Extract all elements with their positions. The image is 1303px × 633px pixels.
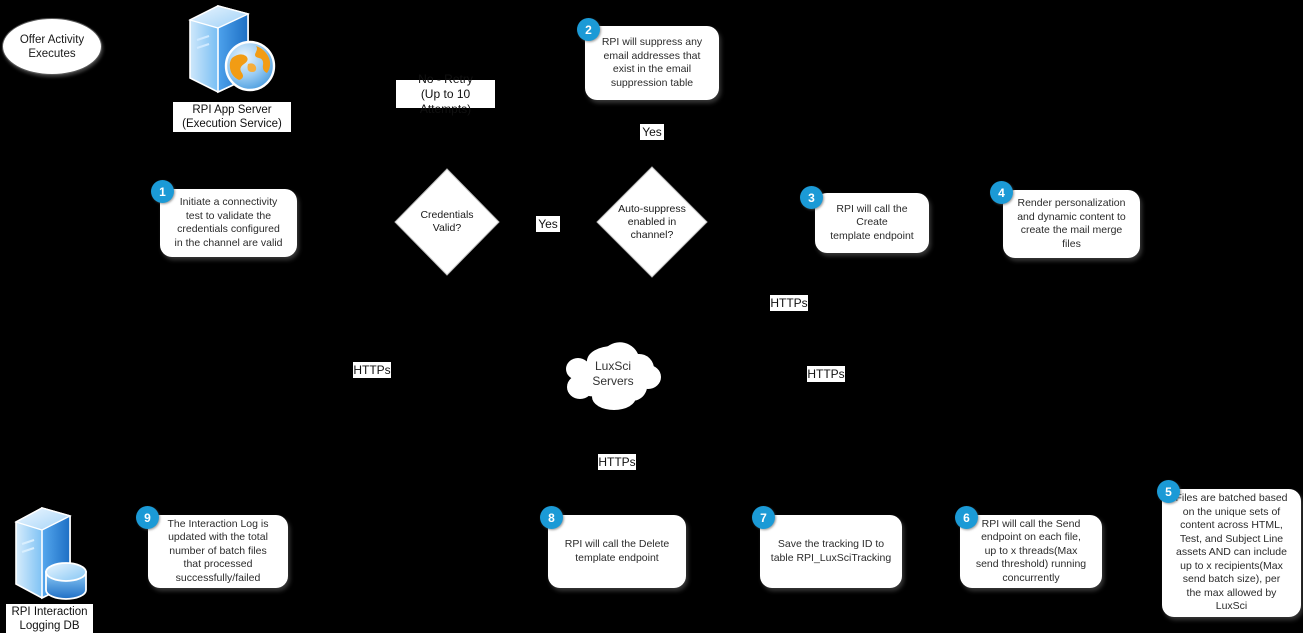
callout-2-badge: 2 bbox=[577, 18, 600, 41]
edge-label-https-right-lower: HTTPs bbox=[807, 366, 845, 382]
callout-6-badge: 6 bbox=[955, 506, 978, 529]
callout-3-badge: 3 bbox=[800, 186, 823, 209]
callout-9-badge: 9 bbox=[136, 506, 159, 529]
callout-8-badge: 8 bbox=[540, 506, 563, 529]
rpi-app-server-caption: RPI App Server (Execution Service) bbox=[173, 102, 291, 132]
edge-label-yes-top: Yes bbox=[640, 124, 664, 140]
callout-8[interactable]: RPI will call the Delete template endpoi… bbox=[548, 515, 686, 588]
rpi-logging-db-caption: RPI Interaction Logging DB bbox=[6, 604, 93, 633]
edge-label-no-retry: No - Retry (Up to 10 Attempts) bbox=[396, 72, 495, 116]
start-node-offer-activity[interactable]: Offer Activity Executes bbox=[2, 18, 102, 75]
callout-7[interactable]: Save the tracking ID to table RPI_LuxSci… bbox=[760, 515, 902, 588]
callout-3[interactable]: RPI will call the Create template endpoi… bbox=[815, 193, 929, 253]
callout-6[interactable]: RPI will call the Send endpoint on each … bbox=[960, 515, 1102, 588]
edge-label-https-left: HTTPs bbox=[353, 362, 391, 378]
decision-credentials-valid[interactable]: Credentials Valid? bbox=[394, 168, 500, 276]
callout-7-badge: 7 bbox=[752, 506, 775, 529]
edge-label-https-bottom: HTTPs bbox=[598, 454, 636, 470]
callout-5-badge: 5 bbox=[1157, 480, 1180, 503]
edge-label-https-right-upper: HTTPs bbox=[770, 295, 808, 311]
decision-auto-suppress[interactable]: Auto-suppress enabled in channel? bbox=[596, 166, 708, 278]
luxsci-servers-cloud[interactable]: LuxSci Servers bbox=[556, 335, 670, 413]
callout-1-badge: 1 bbox=[151, 180, 174, 203]
callout-9[interactable]: The Interaction Log is updated with the … bbox=[148, 515, 288, 588]
callout-5[interactable]: Files are batched based on the unique se… bbox=[1162, 489, 1301, 617]
callout-2[interactable]: RPI will suppress any email addresses th… bbox=[585, 26, 719, 100]
rpi-logging-db-icon[interactable] bbox=[8, 500, 96, 604]
callout-4-badge: 4 bbox=[990, 181, 1013, 204]
callout-4[interactable]: Render personalization and dynamic conte… bbox=[1003, 190, 1140, 258]
callout-1[interactable]: Initiate a connectivity test to validate… bbox=[160, 189, 297, 257]
rpi-app-server-icon[interactable] bbox=[182, 2, 278, 98]
edge-label-yes-middle: Yes bbox=[536, 216, 560, 232]
